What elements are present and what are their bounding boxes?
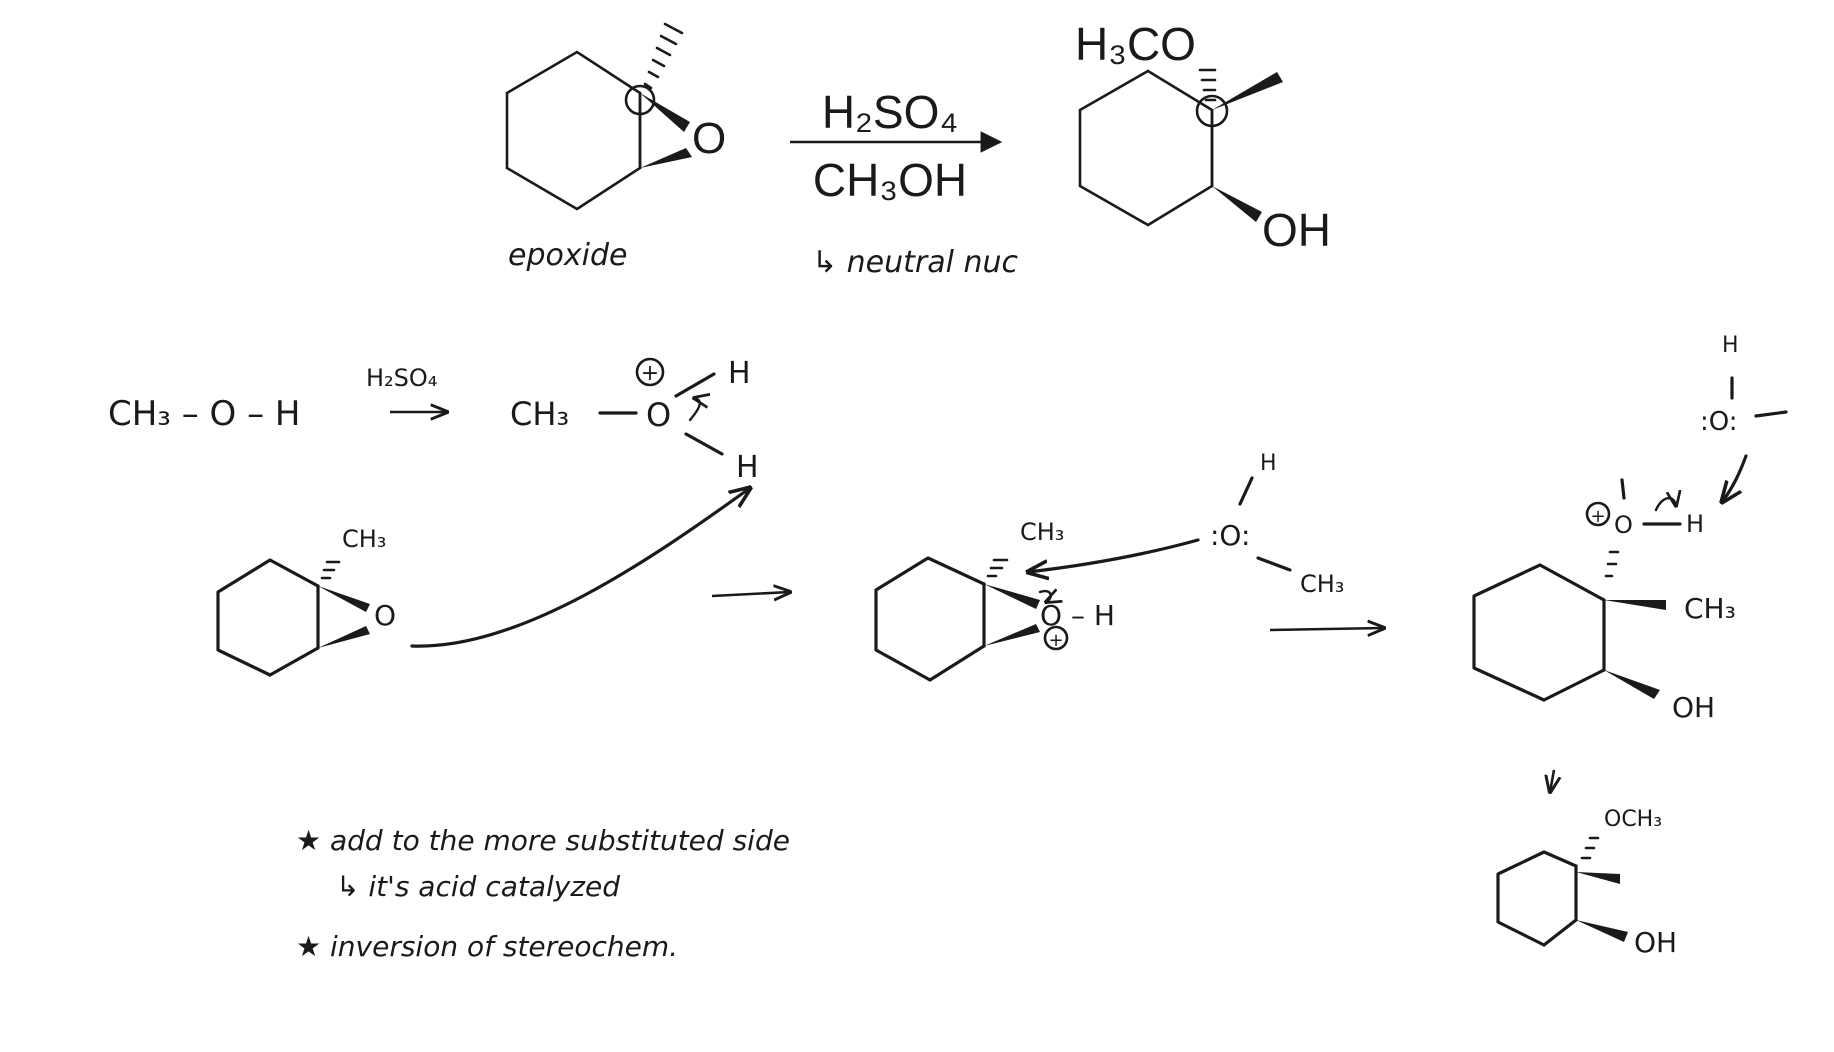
reactant-epoxide: O epoxide (505, 22, 726, 273)
positive-charge: + (641, 361, 659, 386)
wedge-bond (318, 586, 370, 612)
step2-epoxide: CH₃ O (216, 488, 790, 677)
hashed-methyl-bond (320, 560, 341, 580)
handwritten-notes: ★ add to the more substituted side ↳ it'… (296, 824, 790, 963)
proton-h2: H (736, 450, 759, 485)
reactant-label: epoxide (508, 238, 627, 273)
curved-arrow (1654, 498, 1676, 512)
water-h: H (1722, 333, 1739, 358)
step1-reagent: H₂SO₄ (366, 364, 437, 392)
wedge-bond (984, 584, 1040, 609)
step3-protonated-epoxide: CH₃ O – H + H :O: CH₃ (874, 451, 1384, 682)
epoxide-oxygen: O (692, 114, 726, 163)
positive-charge-circle (1585, 501, 1611, 527)
step-arrow (1550, 769, 1554, 792)
step2-oxygen: O (374, 599, 396, 632)
oxonium-h: H (1686, 510, 1704, 538)
curved-arrow-attack (410, 488, 750, 648)
curved-arrow-nucleophile (1028, 538, 1200, 572)
methanol: CH₃ – O – H (108, 394, 301, 434)
step-arrow (711, 592, 790, 596)
wedge-bond (640, 148, 692, 168)
stereocenter-circle (624, 84, 656, 116)
nucleophile-h: H (1260, 451, 1277, 476)
hashed-bond (1580, 836, 1600, 860)
step4-methyl: CH₃ (1684, 592, 1736, 625)
note-inversion: ★ inversion of stereochem. (296, 930, 678, 963)
reagent-note: ↳ neutral nuc (812, 245, 1019, 280)
protonated-ch3: CH₃ (510, 395, 569, 433)
curved-arrow (1038, 591, 1051, 602)
final-methoxy: OCH₃ (1604, 807, 1662, 832)
note-regioselectivity: ★ add to the more substituted side (296, 824, 790, 857)
reagent-solvent: CH₃OH (813, 154, 967, 206)
product-hydroxyl: OH (1262, 204, 1331, 256)
top-reaction: O epoxide H₂SO₄ CH₃OH ↳ neutral nuc H₃CO (505, 18, 1331, 280)
water-oxygen: :O: (1700, 407, 1738, 437)
protonated-oxygen: O (646, 396, 671, 434)
hashed-methoxy-bond (1198, 68, 1217, 102)
hashed-methyl-bond (643, 22, 684, 90)
hashed-bond (1604, 550, 1620, 578)
step1-protonation: CH₃ – O – H H₂SO₄ CH₃ O + H H (108, 356, 759, 485)
step3-methyl: CH₃ (1020, 518, 1064, 546)
step4-plus: + (1590, 506, 1605, 527)
wedge-bond (1576, 872, 1620, 884)
positive-charge-circle (1043, 625, 1069, 651)
product-methoxy: H₃CO (1075, 18, 1196, 70)
final-hydroxyl: OH (1634, 926, 1677, 959)
wedge-bond (1604, 670, 1660, 699)
step2-methyl: CH₃ (342, 525, 386, 553)
wedge-bond (1212, 72, 1283, 110)
curved-arrow-base (1722, 454, 1748, 502)
wedge-bond (984, 624, 1040, 646)
nucleophile-oxygen: :O: (1210, 519, 1250, 552)
proton-h1: H (728, 356, 751, 391)
nucleophile-ch3: CH₃ (1300, 570, 1344, 598)
reaction-arrow: H₂SO₄ CH₃OH ↳ neutral nuc (790, 86, 1019, 280)
wedge-bond (1576, 920, 1628, 942)
oxonium-oxygen: O (1614, 511, 1633, 539)
positive-charge-circle (635, 357, 665, 387)
hashed-methyl-bond (986, 558, 1009, 578)
step4-deprotonation: H :O: + O H CH₃ OH (1472, 333, 1788, 792)
step3-charge: + (1048, 630, 1063, 651)
step-arrow (1269, 628, 1384, 630)
wedge-bond (1212, 186, 1262, 222)
wedge-bond (318, 626, 370, 648)
stereocenter-circle (1195, 94, 1229, 128)
final-product: OCH₃ OH (1496, 807, 1677, 959)
note-acid-catalyzed: ↳ it's acid catalyzed (336, 870, 620, 903)
reagent-acid: H₂SO₄ (822, 86, 958, 138)
wedge-bond (1604, 600, 1666, 610)
curved-arrow (688, 398, 700, 422)
step4-hydroxyl: OH (1672, 691, 1715, 724)
product-molecule: H₃CO OH (1075, 18, 1331, 256)
